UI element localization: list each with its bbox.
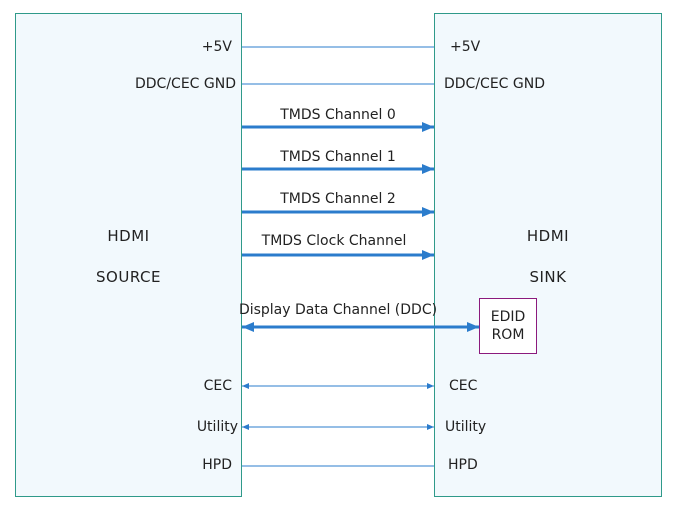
hdmi-sink-box	[434, 13, 662, 497]
edid-rom-box: EDID ROM	[479, 298, 537, 354]
sink-hpd-label: HPD	[448, 457, 478, 473]
sink-subtitle: SINK	[529, 268, 567, 286]
hdmi-source-box	[15, 13, 242, 497]
sink-title: HDMI	[526, 227, 570, 245]
source-hpd-label: HPD	[202, 457, 232, 473]
sink-cec-label: CEC	[449, 378, 478, 394]
tmds-clock-label: TMDS Clock Channel	[261, 233, 407, 249]
source-ddc-cec-gnd-label: DDC/CEC GND	[134, 76, 236, 92]
source-cec-label: CEC	[203, 378, 232, 394]
ddc-label: Display Data Channel (DDC)	[238, 302, 438, 318]
tmds-channel-0-label: TMDS Channel 0	[280, 107, 396, 123]
source-power-label: +5V	[201, 39, 232, 55]
sink-power-label: +5V	[450, 39, 481, 55]
source-title: HDMI	[107, 227, 150, 245]
tmds-channel-2-label: TMDS Channel 2	[280, 191, 396, 207]
source-subtitle: SOURCE	[96, 268, 161, 286]
source-utility-label: Utility	[196, 419, 238, 435]
tmds-channel-1-label: TMDS Channel 1	[280, 149, 396, 165]
sink-utility-label: Utility	[445, 419, 487, 435]
sink-ddc-cec-gnd-label: DDC/CEC GND	[444, 76, 546, 92]
edid-label-line2: ROM	[491, 327, 525, 343]
edid-label-line1: EDID	[490, 309, 526, 325]
